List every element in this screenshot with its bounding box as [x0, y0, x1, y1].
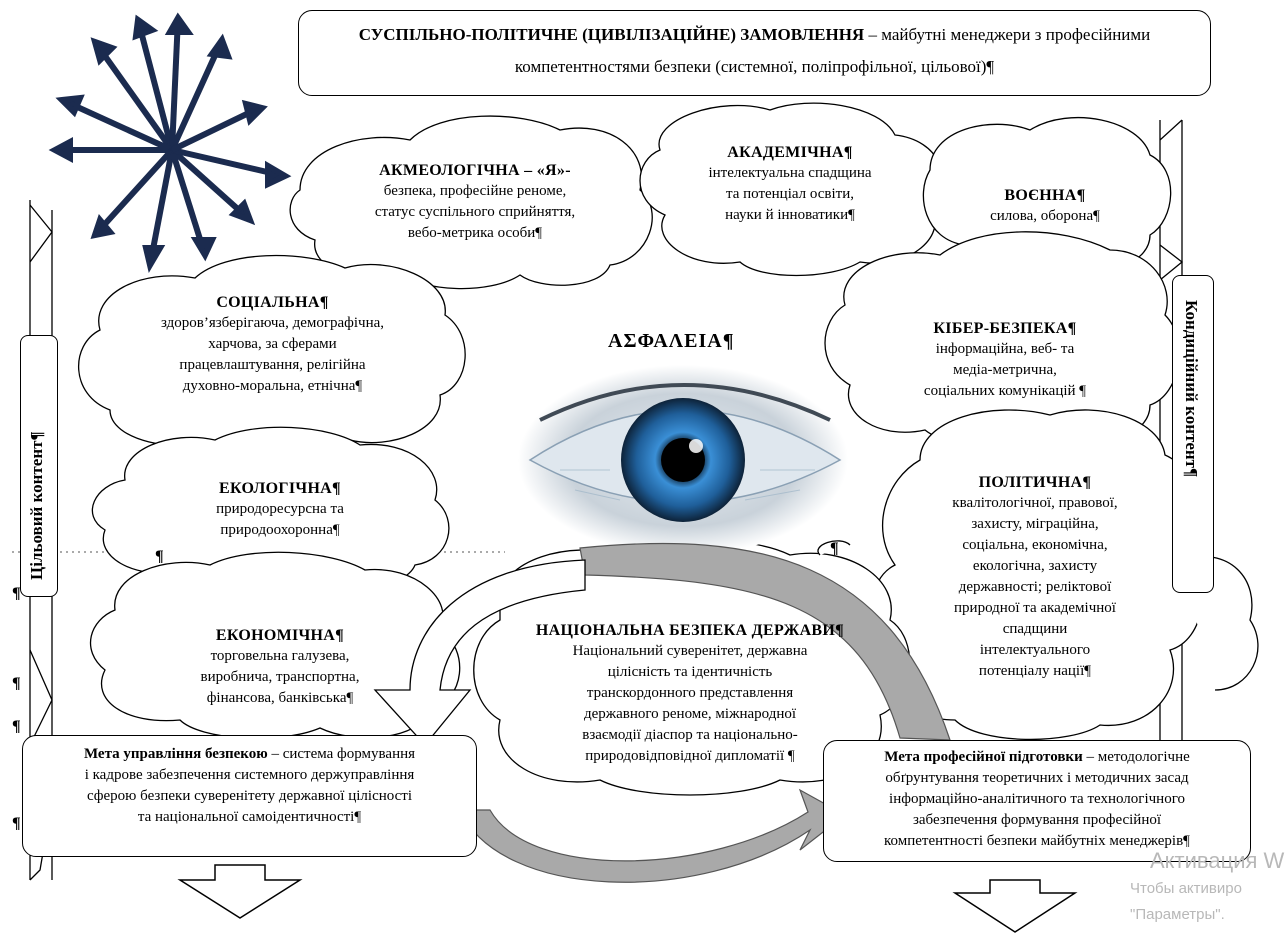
ecology-line: природоохоронна¶ [220, 522, 340, 538]
goal-right-line: – методологічне [1082, 749, 1190, 765]
national-line: природовідповідної дипломатії ¶ [585, 748, 795, 764]
academic-line: науки й інноватики¶ [725, 207, 855, 223]
political-line: екологічна, захисту [972, 558, 1098, 574]
national-line: Національний суверенітет, державна [572, 643, 808, 659]
cloud-military-text: ВОЄННА¶ силова, оборона¶ [960, 185, 1130, 227]
academic-title: АКАДЕМІЧНА¶ [727, 144, 853, 161]
goal-left-box: Мета управління безпекою – система форму… [22, 735, 477, 857]
national-line: цілісність та ідентичність [607, 664, 773, 680]
economic-title: ЕКОНОМІЧНА¶ [215, 627, 345, 644]
goal-left-line: сферою безпеки суверенітету державної ці… [86, 788, 413, 804]
right-vertical-box [1172, 275, 1214, 593]
social-line: працевлаштування, релігійна [179, 357, 366, 373]
gray-curved-arrow-bottom [459, 788, 847, 883]
akmeo-line: вебо-метрика особи¶ [407, 225, 543, 241]
national-line: державного реноме, міжнародної [583, 706, 797, 722]
down-arrow-left [177, 864, 303, 919]
akmeo-line: статус суспільного сприйняття, [374, 204, 576, 220]
akmeo-line: безпека, професійне реноме, [383, 183, 567, 199]
economic-line: торговельна галузева, [210, 648, 350, 664]
economic-line: фінансова, банківська¶ [206, 690, 354, 706]
cloud-akmeo-text: АКМЕОЛОГІЧНА – «Я»- безпека, професійне … [330, 160, 620, 244]
cloud-ecology-text: ЕКОЛОГІЧНА¶ природоресурсна та природоох… [150, 478, 410, 541]
goal-left-bold: Мета управління безпекою [83, 746, 268, 762]
ecology-line: природоресурсна та [216, 501, 344, 517]
eye-image [518, 365, 848, 555]
military-line: силова, оборона¶ [990, 208, 1100, 224]
goal-right-line: компетентності безпеки майбутніх менедже… [884, 833, 1190, 849]
political-line: природної та академічної [954, 600, 1116, 616]
pilcrow-mark: ¶ [12, 675, 21, 692]
cloud-national-text: НАЦІОНАЛЬНА БЕЗПЕКА ДЕРЖАВИ¶ Національни… [495, 620, 885, 767]
social-line: здоров’язберігаюча, демографічна, [160, 315, 385, 331]
academic-line: інтелектуальна спадщина [708, 165, 872, 181]
cloud-social [78, 254, 466, 455]
title-bold: СУСПІЛЬНО-ПОЛІТИЧНЕ (ЦИВІЛІЗАЦІЙНЕ) ЗАМО… [358, 25, 865, 44]
national-line: взаємодії діаспор та національно- [582, 727, 798, 743]
cyber-title: КІБЕР-БЕЗПЕКА¶ [933, 320, 1077, 337]
goal-left-line: – система формування [267, 746, 416, 762]
left-vertical-box [20, 335, 58, 597]
cloud-academic [639, 102, 943, 277]
akmeo-title: АКМЕОЛОГІЧНА – «Я»- [379, 162, 571, 179]
political-title: ПОЛІТИЧНА¶ [978, 474, 1092, 491]
activation-watermark-line: "Параметры". [1130, 906, 1225, 923]
national-title: НАЦІОНАЛЬНА БЕЗПЕКА ДЕРЖАВИ¶ [535, 622, 845, 639]
goal-left-line: і кадрове забезпечення системного держуп… [84, 767, 415, 783]
national-line: транскордонного представлення [586, 685, 794, 701]
goal-right-line: інформаційно-аналітичного та технологічн… [889, 791, 1185, 807]
arrow-burst-icon [48, 12, 292, 273]
cloud-ecology [91, 426, 450, 590]
cloud-social-text: СОЦІАЛЬНА¶ здоров’язберігаюча, демографі… [110, 292, 435, 397]
title-rest: – майбутні менеджери з професійними комп… [514, 25, 1151, 76]
cyber-line: інформаційна, веб- та [935, 341, 1075, 357]
social-line: духовно-моральна, етнічна¶ [182, 378, 363, 394]
cloud-cyber [824, 231, 1180, 449]
left-vertical-label: Цільовий контент¶ [27, 431, 46, 580]
economic-line: виробнича, транспортна, [200, 669, 360, 685]
political-line: соціальна, економічна, [962, 537, 1108, 553]
cloud-academic-text: АКАДЕМІЧНА¶ інтелектуальна спадщина та п… [660, 142, 920, 226]
pilcrow-mark: ¶ [12, 718, 21, 735]
political-line: державності; реліктової [958, 579, 1112, 595]
political-line: кваліто­логічної, правової, [952, 495, 1118, 511]
military-title: ВОЄННА¶ [1004, 187, 1086, 204]
activation-watermark-line: Чтобы активиро [1130, 880, 1242, 897]
goal-right-line: обґрунтування теоретичних і методичних з… [885, 770, 1189, 786]
down-arrow-right [952, 879, 1078, 933]
cloud-cyber-text: КІБЕР-БЕЗПЕКА¶ інформаційна, веб- та мед… [860, 318, 1150, 402]
political-line: потенціалу нації¶ [978, 663, 1092, 679]
pilcrow-mark: ¶ [12, 585, 21, 602]
cloud-economic-text: ЕКОНОМІЧНА¶ торговельна галузева, виробн… [140, 625, 420, 709]
pilcrow-mark: ¶ [830, 540, 839, 557]
ecology-title: ЕКОЛОГІЧНА¶ [219, 480, 341, 497]
cloud-political-text: ПОЛІТИЧНА¶ кваліто­логічної, правової, з… [920, 472, 1150, 682]
pilcrow-mark: ¶ [155, 548, 164, 565]
pilcrow-mark: ¶ [12, 815, 21, 832]
social-title: СОЦІАЛЬНА¶ [216, 294, 329, 311]
activation-watermark-line: Активация W [1150, 848, 1285, 873]
goal-right-bold: Мета професійної підготовки [884, 749, 1083, 765]
goal-right-line: забезпечення формування професійної [912, 812, 1162, 828]
right-vertical-label: Кондиційний контент¶ [1182, 300, 1201, 478]
cyber-line: медіа-метрична, [953, 362, 1057, 378]
social-line: харчова, за сферами [208, 336, 337, 352]
cyber-line: соціальних комунікацій ¶ [923, 383, 1087, 399]
academic-line: та потенціал освіти, [725, 186, 855, 202]
political-line: спадщини [1002, 621, 1068, 637]
asfaleia-label: ΑΣΦΑΛΕΙΑ¶ [608, 330, 735, 352]
white-curved-arrow-left [373, 559, 586, 746]
title-box: СУСПІЛЬНО-ПОЛІТИЧНЕ (ЦИВІЛІЗАЦІЙНЕ) ЗАМО… [298, 10, 1211, 96]
cloud-small-left [817, 540, 851, 556]
goal-left-line: та національної самоідентичності¶ [137, 809, 362, 825]
political-line: інтелектуального [979, 642, 1091, 658]
political-line: захисту, міграційна, [971, 516, 1099, 532]
goal-right-box: Мета професійної підготовки – методологі… [823, 740, 1251, 862]
